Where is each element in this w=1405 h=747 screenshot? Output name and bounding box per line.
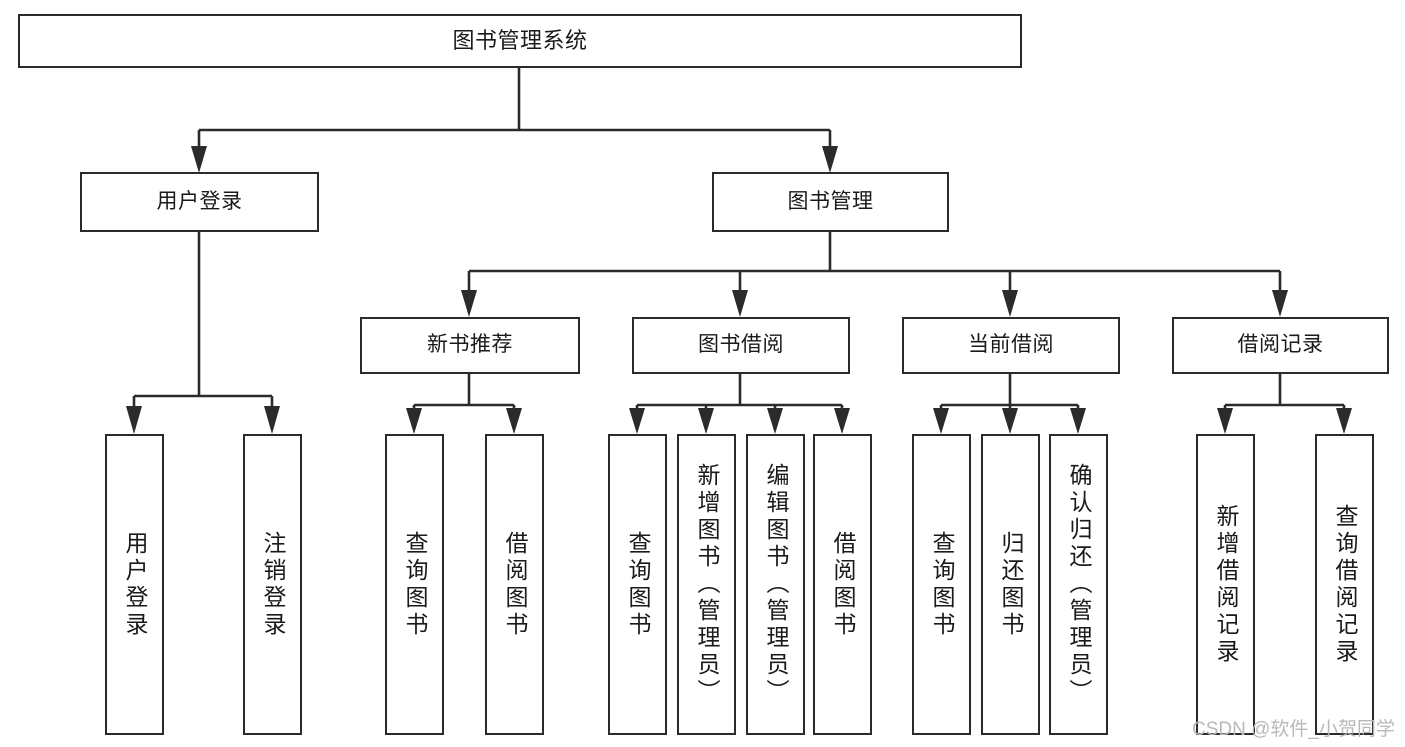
node-label: 查询图书 bbox=[402, 530, 428, 639]
node-label: 图书管理 bbox=[787, 189, 874, 213]
arrow-root-to-userlogin bbox=[191, 146, 207, 173]
node-label: 注销登录 bbox=[260, 530, 286, 639]
leaf-current-borrow-confirm-return-admin[interactable]: 确认归还（管理员） bbox=[1049, 434, 1108, 735]
node-new-book-recommendation[interactable]: 新书推荐 bbox=[360, 317, 580, 374]
node-label: 查询借阅记录 bbox=[1332, 503, 1358, 666]
node-label: 查询图书 bbox=[929, 530, 955, 639]
arrow-bookmgmt-to-current bbox=[1002, 290, 1018, 317]
node-label: 借阅记录 bbox=[1237, 333, 1324, 357]
node-label: 图书借阅 bbox=[698, 333, 784, 357]
leaf-book-borrow-edit-book-admin[interactable]: 编辑图书（管理员） bbox=[746, 434, 805, 735]
node-label: 当前借阅 bbox=[968, 333, 1054, 357]
node-label: 编辑图书（管理员） bbox=[763, 463, 789, 706]
arrow-bookmgmt-to-record bbox=[1272, 290, 1288, 317]
node-label: 用户登录 bbox=[156, 189, 243, 213]
node-label: 用户登录 bbox=[122, 530, 148, 639]
arrow-current-leaf-3 bbox=[1070, 408, 1086, 434]
arrow-userlogin-leaf-2 bbox=[264, 406, 280, 434]
node-label: 归还图书 bbox=[998, 530, 1024, 639]
node-label: 确认归还（管理员） bbox=[1066, 463, 1092, 706]
leaf-book-borrow-borrow-book[interactable]: 借阅图书 bbox=[813, 434, 872, 735]
node-label: 查询图书 bbox=[625, 530, 651, 639]
leaf-borrow-record-query-record[interactable]: 查询借阅记录 bbox=[1315, 434, 1374, 735]
node-label: 借阅图书 bbox=[502, 530, 528, 639]
node-root-book-management-system[interactable]: 图书管理系统 bbox=[18, 14, 1022, 68]
arrow-borrow-leaf-1 bbox=[629, 408, 645, 434]
node-user-login[interactable]: 用户登录 bbox=[80, 172, 319, 232]
leaf-current-borrow-return-book[interactable]: 归还图书 bbox=[981, 434, 1040, 735]
arrow-borrow-leaf-2 bbox=[698, 408, 714, 434]
node-label: 借阅图书 bbox=[830, 530, 856, 639]
arrow-newbook-leaf-2 bbox=[506, 408, 522, 434]
leaf-book-borrow-add-book-admin[interactable]: 新增图书（管理员） bbox=[677, 434, 736, 735]
node-book-borrowing[interactable]: 图书借阅 bbox=[632, 317, 850, 374]
leaf-current-borrow-query-book[interactable]: 查询图书 bbox=[912, 434, 971, 735]
arrow-newbook-leaf-1 bbox=[406, 408, 422, 434]
arrow-record-leaf-2 bbox=[1336, 408, 1352, 434]
arrow-bookmgmt-to-newbook bbox=[461, 290, 477, 317]
leaf-user-login-logout[interactable]: 注销登录 bbox=[243, 434, 302, 735]
node-book-management[interactable]: 图书管理 bbox=[712, 172, 949, 232]
node-current-borrowing[interactable]: 当前借阅 bbox=[902, 317, 1120, 374]
node-label: 图书管理系统 bbox=[452, 28, 588, 54]
node-label: 新增图书（管理员） bbox=[694, 463, 720, 706]
node-label: 新增借阅记录 bbox=[1213, 503, 1239, 666]
arrow-current-leaf-1 bbox=[933, 408, 949, 434]
arrow-record-leaf-1 bbox=[1217, 408, 1233, 434]
leaf-user-login-login[interactable]: 用户登录 bbox=[105, 434, 164, 735]
leaf-new-book-borrow-book[interactable]: 借阅图书 bbox=[485, 434, 544, 735]
node-borrowing-record[interactable]: 借阅记录 bbox=[1172, 317, 1389, 374]
arrow-userlogin-leaf-1 bbox=[126, 406, 142, 434]
arrow-borrow-leaf-3 bbox=[767, 408, 783, 434]
leaf-book-borrow-query-book[interactable]: 查询图书 bbox=[608, 434, 667, 735]
leaf-new-book-query-book[interactable]: 查询图书 bbox=[385, 434, 444, 735]
arrow-borrow-leaf-4 bbox=[834, 408, 850, 434]
leaf-borrow-record-add-record[interactable]: 新增借阅记录 bbox=[1196, 434, 1255, 735]
arrow-root-to-bookmgmt bbox=[822, 146, 838, 173]
node-label: 新书推荐 bbox=[427, 333, 513, 357]
arrow-current-leaf-2 bbox=[1002, 408, 1018, 434]
arrow-bookmgmt-to-borrow bbox=[732, 290, 748, 317]
csdn-watermark: CSDN @软件_小贺同学 bbox=[1192, 719, 1395, 740]
